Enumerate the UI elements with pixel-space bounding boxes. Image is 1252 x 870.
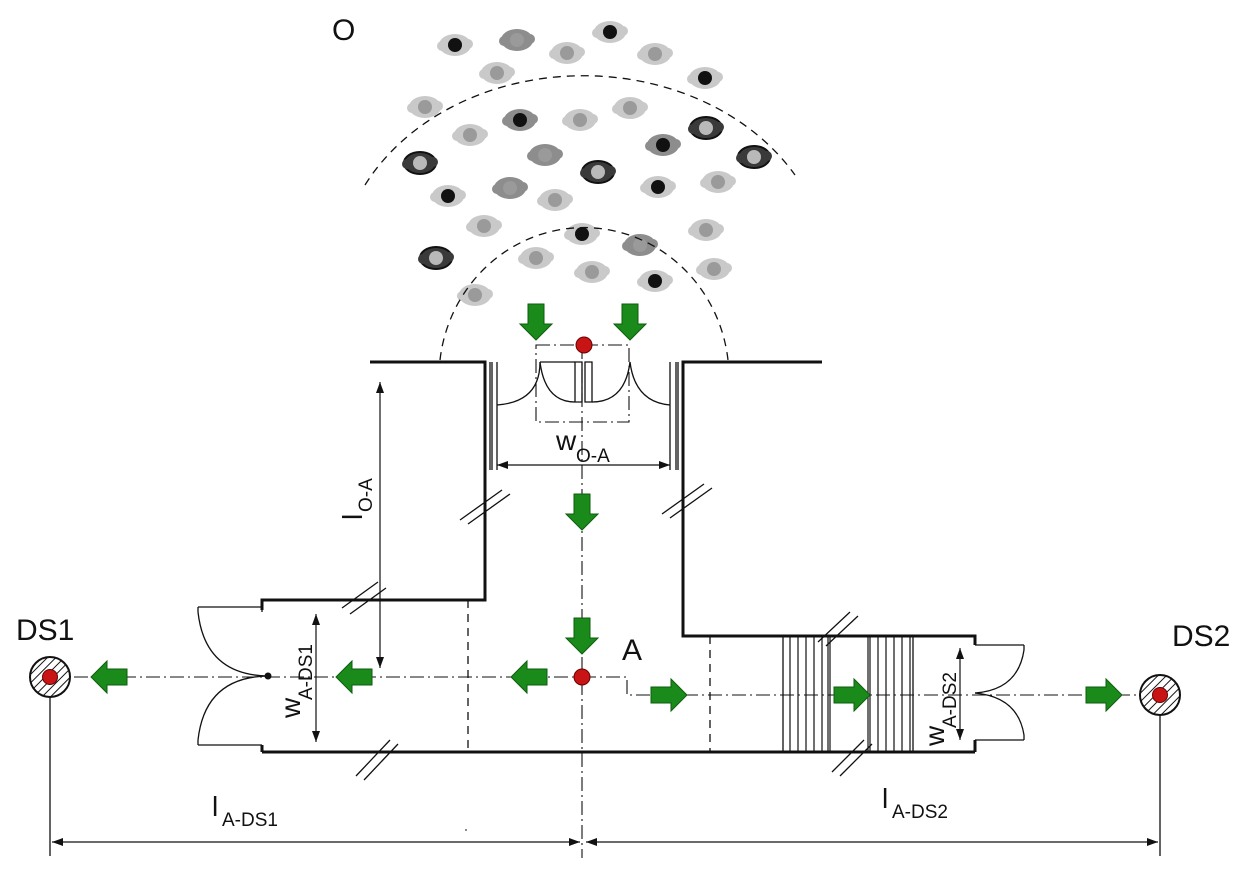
flow-arrow-icon [612,303,648,341]
person-icon [430,185,466,207]
flow-arrow-icon [650,677,688,713]
label-w-ads2-sub: A-DS2 [940,672,961,728]
person-icon [402,151,438,175]
flow-arrow-icon [1085,677,1123,713]
outer-dashed-arc [364,75,796,186]
left-exit-doors [197,600,269,746]
person-icon [479,62,515,84]
label-w-ads2: w [919,725,950,747]
person-icon [612,97,648,119]
person-icon [502,109,538,131]
person-icon [645,134,681,156]
label-l-oa-sub: O-A [356,478,377,512]
person-icon [622,234,658,256]
wall-right-upper [681,360,977,645]
person-icon [688,219,724,241]
person-icon [518,247,554,269]
junction-node-a [573,668,591,686]
flow-arrow-icon [833,677,871,713]
person-icon [687,67,723,89]
entrance-node [575,336,593,354]
label-w-ads1-group: w A-DS1 [275,644,317,719]
label-ds2: DS2 [1172,620,1230,653]
label-point-a: A [622,634,642,667]
person-icon [562,109,598,131]
flow-arrow-icon [335,659,373,695]
stairs [782,635,914,753]
label-l-ads1-sub: A-DS1 [222,810,278,831]
person-icon [537,189,573,211]
person-icon [700,171,736,193]
label-l-ads2: l [882,783,888,814]
person-icon [564,223,600,245]
label-w-ads1: w [275,697,306,719]
flow-arrow-icon [564,493,600,531]
person-icon [492,177,528,199]
person-icon [437,34,473,56]
person-icon [457,284,493,306]
label-w-ads1-sub: A-DS1 [296,644,317,700]
label-w-oa-sub: O-A [576,446,610,467]
flow-arrows [90,303,1123,713]
label-l-ads2-sub: A-DS2 [892,802,948,823]
person-icon [407,96,443,118]
axis-right [582,676,1160,696]
extension-lines-woa [496,405,671,470]
label-l-oa: l [337,514,368,520]
crowd-group [402,21,772,306]
break-marks [341,483,873,781]
label-l-oa-group: l O-A [337,478,377,520]
inner-dashed-arc [439,227,729,361]
person-icon [549,42,585,64]
person-icon [637,270,673,292]
label-l-ads1: l [212,791,218,822]
person-icon [736,145,772,169]
flow-arrow-icon [90,659,128,695]
flow-arrow-icon [518,303,554,341]
person-icon [640,176,676,198]
person-icon [696,258,732,280]
person-icon [574,261,610,283]
label-ds1: DS1 [16,614,74,647]
stray-dot [465,829,467,831]
right-exit-doors [974,644,1025,741]
person-icon [580,160,616,184]
label-w-ads2-group: w A-DS2 [919,672,961,747]
flow-arrow-icon [564,617,600,655]
person-icon [527,144,563,166]
flow-arrow-icon [510,659,548,695]
entrance-doors [489,361,679,470]
person-icon [637,43,673,65]
destination-ds2-icon [1139,674,1181,716]
axis-dot [264,672,272,680]
label-w-oa: w [555,425,577,456]
person-icon [418,246,454,270]
person-icon [452,124,488,146]
person-icon [592,21,628,43]
label-origin: O [332,14,355,47]
person-icon [466,215,502,237]
person-icon [688,116,724,140]
person-icon [499,29,535,51]
destination-ds1-icon [29,656,71,698]
